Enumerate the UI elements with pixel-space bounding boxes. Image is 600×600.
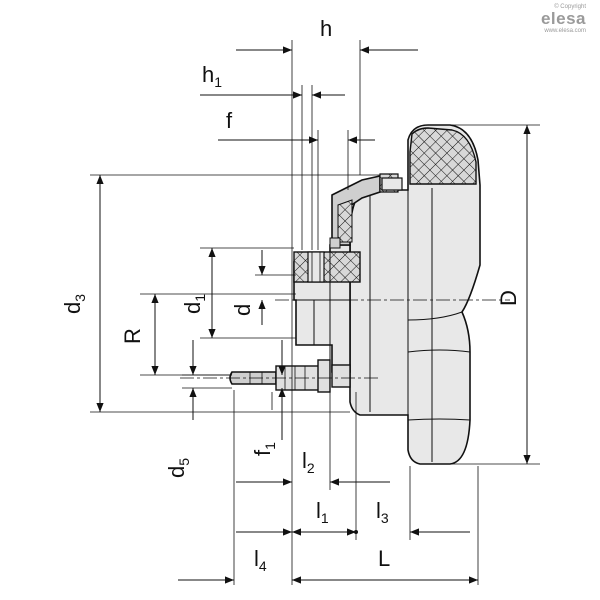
dimension-labels: h h1 f d3 R d1 d D d5 f1 l2 l1 l3 l4 L bbox=[60, 16, 521, 574]
label-D: D bbox=[496, 290, 521, 306]
label-d3: d3 bbox=[60, 294, 88, 314]
label-l2: l2 bbox=[302, 448, 315, 476]
label-d1: d1 bbox=[180, 294, 208, 314]
label-d: d bbox=[230, 304, 255, 316]
knob-body bbox=[349, 124, 481, 465]
brand-logo: © Copyright elesa www.elesa.com bbox=[541, 4, 586, 34]
center-lines bbox=[180, 299, 510, 379]
label-h: h bbox=[320, 16, 332, 41]
label-l1: l1 bbox=[316, 498, 329, 526]
label-f1: f1 bbox=[250, 442, 278, 456]
indexing-pin bbox=[229, 359, 351, 393]
label-h1: h1 bbox=[202, 62, 222, 90]
label-d5: d5 bbox=[164, 458, 192, 478]
label-l3: l3 bbox=[376, 498, 389, 526]
copyright-text: © Copyright bbox=[554, 4, 586, 10]
label-L: L bbox=[378, 546, 390, 571]
hub bbox=[293, 173, 403, 373]
dimension-lines bbox=[90, 40, 540, 585]
label-l4: l4 bbox=[254, 546, 267, 574]
label-R: R bbox=[120, 328, 145, 344]
label-f: f bbox=[226, 108, 233, 133]
brand-url: www.elesa.com bbox=[544, 28, 586, 34]
elesa-logo: elesa bbox=[540, 9, 586, 28]
